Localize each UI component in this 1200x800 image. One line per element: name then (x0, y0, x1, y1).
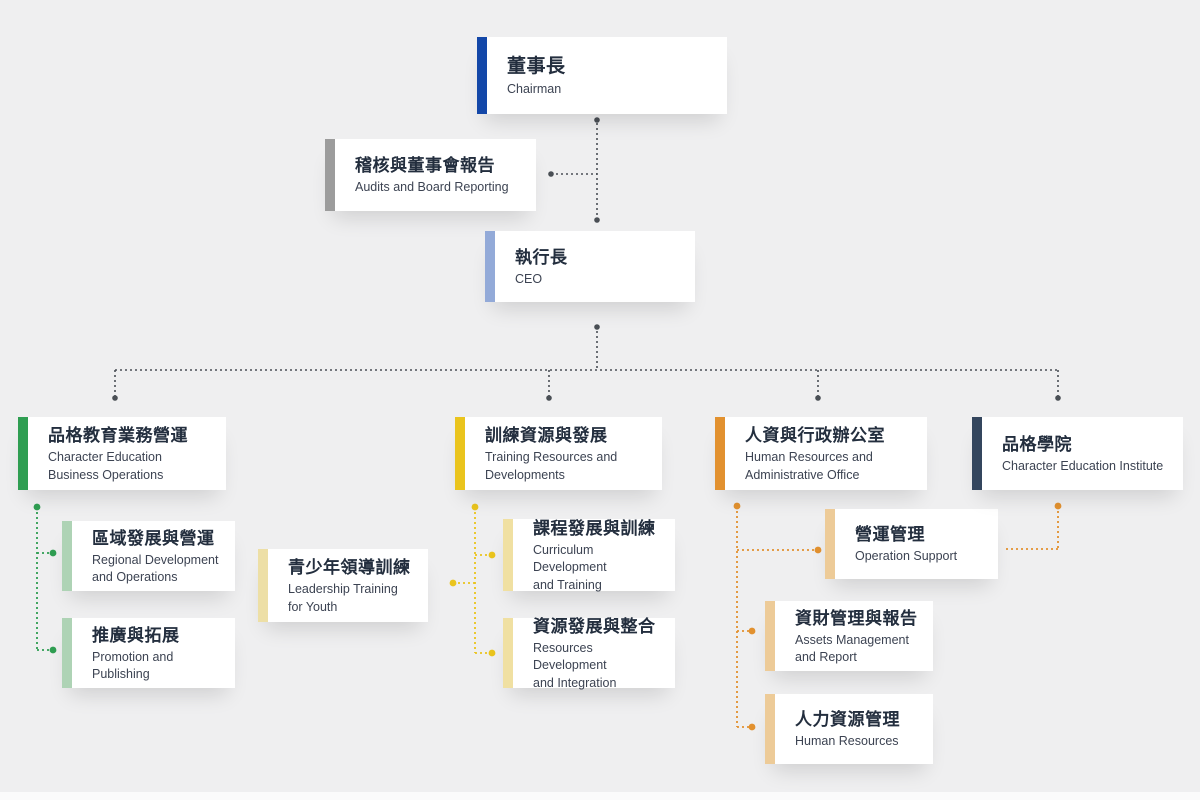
org-node-assets-management: 資財管理與報告 Assets Management and Report (765, 601, 933, 671)
node-title: 青少年領導訓練 (288, 558, 411, 578)
org-node-chairman: 董事長 Chairman (477, 37, 727, 114)
node-title: 區域發展與營運 (92, 528, 215, 548)
accent-bar-ceo (485, 231, 495, 302)
accent-bar-promotion (62, 618, 72, 688)
node-subtitle: Resources Development and Integration (533, 641, 617, 690)
connector-yellow-group (449, 503, 496, 657)
node-title: 推廣與拓展 (92, 625, 180, 645)
node-subtitle: Chairman (507, 81, 562, 96)
accent-bar-hr-admin (715, 417, 725, 490)
node-title: 人力資源管理 (795, 710, 900, 730)
org-node-ceo: 執行長 CEO (485, 231, 695, 302)
node-title: 執行長 (515, 247, 568, 267)
accent-bar-resources-integration (503, 618, 513, 688)
org-node-curriculum: 課程發展與訓練 Curriculum Development and Train… (503, 519, 675, 592)
accent-bar-human-resources (765, 694, 775, 764)
org-node-promotion: 推廣與拓展 Promotion and Publishing (62, 618, 235, 688)
org-node-institute: 品格學院 Character Education Institute (972, 417, 1183, 490)
org-node-business-operations: 品格教育業務營運 Character Education Business Op… (18, 417, 226, 490)
node-subtitle: Regional Development and Operations (92, 552, 219, 584)
org-node-human-resources: 人力資源管理 Human Resources (765, 694, 933, 764)
node-title: 人資與行政辦公室 (745, 426, 885, 446)
accent-bar-business-operations (18, 417, 28, 490)
node-title: 董事長 (507, 55, 566, 77)
org-node-training-resources: 訓練資源與發展 Training Resources and Developme… (455, 417, 662, 490)
node-subtitle: Leadership Training for Youth (288, 582, 398, 614)
org-node-resources-integration: 資源發展與整合 Resources Development and Integr… (503, 617, 675, 690)
org-node-hr-admin: 人資與行政辦公室 Human Resources and Administrat… (715, 417, 927, 490)
node-subtitle: Character Education Business Operations (48, 450, 164, 482)
node-subtitle: CEO (515, 271, 543, 286)
node-title: 資財管理與報告 (795, 608, 918, 628)
accent-bar-regional-development (62, 521, 72, 591)
node-subtitle: Assets Management and Report (795, 632, 909, 664)
node-title: 營運管理 (855, 525, 925, 545)
node-title: 課程發展與訓練 (533, 519, 656, 539)
node-title: 稽核與董事會報告 (355, 156, 495, 176)
node-subtitle: Audits and Board Reporting (355, 180, 509, 195)
node-subtitle: Character Education Institute (1002, 458, 1164, 473)
node-subtitle: Human Resources and Administrative Offic… (745, 450, 873, 482)
accent-bar-curriculum (503, 519, 513, 591)
node-subtitle: Operation Support (855, 549, 958, 564)
node-subtitle: Human Resources (795, 734, 899, 749)
node-subtitle: Curriculum Development and Training (533, 543, 607, 592)
connector-green-group (33, 503, 57, 654)
accent-bar-operation-support (825, 509, 835, 579)
node-subtitle: Promotion and Publishing (92, 649, 174, 681)
org-node-operation-support: 營運管理 Operation Support (825, 509, 998, 579)
accent-bar-training-resources (455, 417, 465, 490)
node-title: 資源發展與整合 (533, 617, 656, 637)
accent-bar-assets-management (765, 601, 775, 671)
connector-orange-group (733, 502, 1062, 731)
org-node-audits: 稽核與董事會報告 Audits and Board Reporting (325, 139, 536, 211)
bottom-strip (0, 792, 1200, 800)
accent-bar-youth-leadership (258, 549, 268, 622)
connector-gray-group (112, 117, 1061, 401)
node-title: 品格學院 (1002, 434, 1072, 454)
accent-bar-institute (972, 417, 982, 490)
accent-bar-chairman (477, 37, 487, 114)
org-node-youth-leadership: 青少年領導訓練 Leadership Training for Youth (258, 549, 428, 622)
node-title: 品格教育業務營運 (48, 426, 188, 446)
accent-bar-audits (325, 139, 335, 211)
org-node-regional-development: 區域發展與營運 Regional Development and Operati… (62, 521, 235, 591)
node-subtitle: Training Resources and Developments (485, 450, 618, 482)
node-title: 訓練資源與發展 (485, 426, 608, 446)
